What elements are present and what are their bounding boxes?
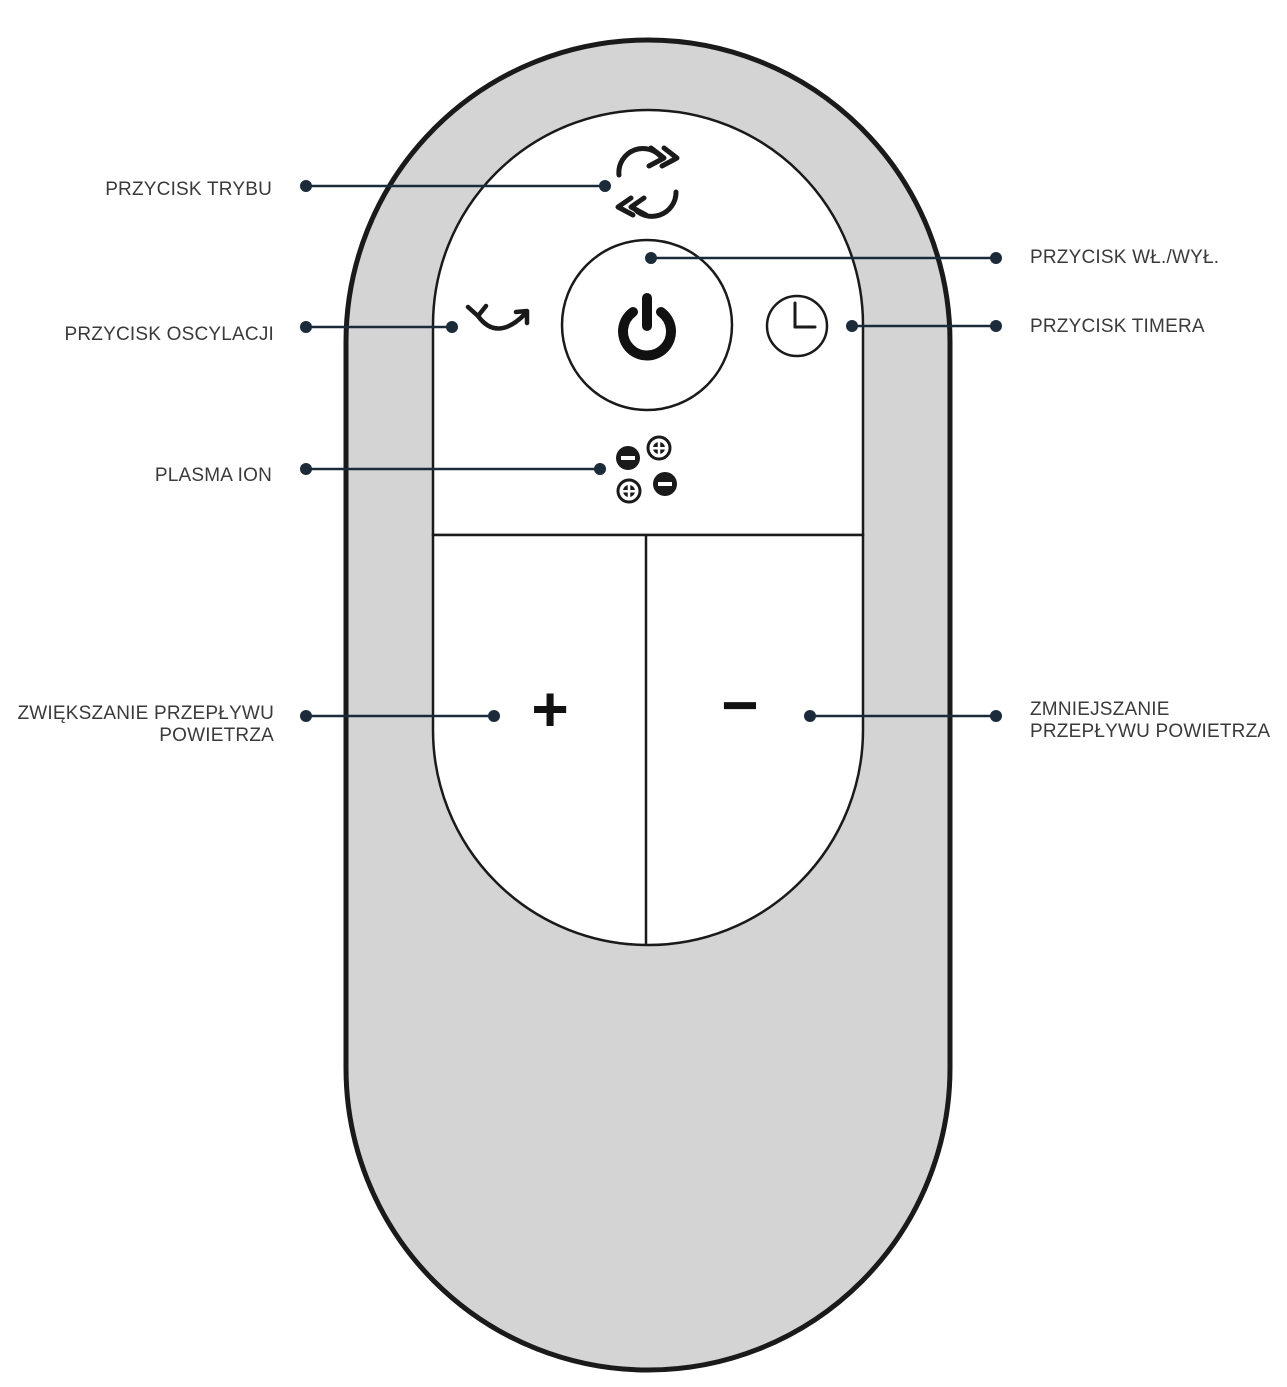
label-decrease-line-1: ZMNIEJSZANIE — [1030, 699, 1170, 720]
clock-icon[interactable] — [765, 294, 829, 358]
mode-cycle-icon[interactable] — [615, 145, 680, 219]
oscillation-arrows-icon[interactable] — [465, 303, 530, 331]
leader-timer — [846, 320, 1002, 332]
label-mode-button: PRZYCISK TRYBU — [105, 179, 272, 200]
plasma-ion-icon[interactable] — [616, 435, 677, 504]
leader-oscillation — [300, 321, 458, 333]
power-icon — [618, 293, 676, 361]
control-panel-bottom — [431, 533, 865, 947]
leader-plasma — [300, 463, 606, 475]
label-timer-button: PRZYCISK TIMERA — [1030, 316, 1205, 337]
label-decrease-line-2: PRZEPŁYWU POWIETRZA — [1030, 721, 1270, 742]
label-plasma-ion: PLASMA ION — [155, 465, 272, 486]
label-power-button: PRZYCISK WŁ./WYŁ. — [1030, 247, 1219, 268]
label-increase-line-2: POWIETRZA — [159, 725, 274, 746]
decrease-airflow-button[interactable]: − — [721, 669, 758, 741]
leader-mode — [300, 180, 611, 192]
leader-decrease — [804, 710, 1002, 722]
increase-airflow-button[interactable]: + — [531, 673, 568, 745]
leader-power — [645, 252, 1002, 264]
label-increase-line-1: ZWIĘKSZANIE PRZEPŁYWU — [17, 703, 274, 724]
label-oscillation-button: PRZYCISK OSCYLACJI — [65, 324, 274, 345]
leader-increase — [300, 710, 500, 722]
